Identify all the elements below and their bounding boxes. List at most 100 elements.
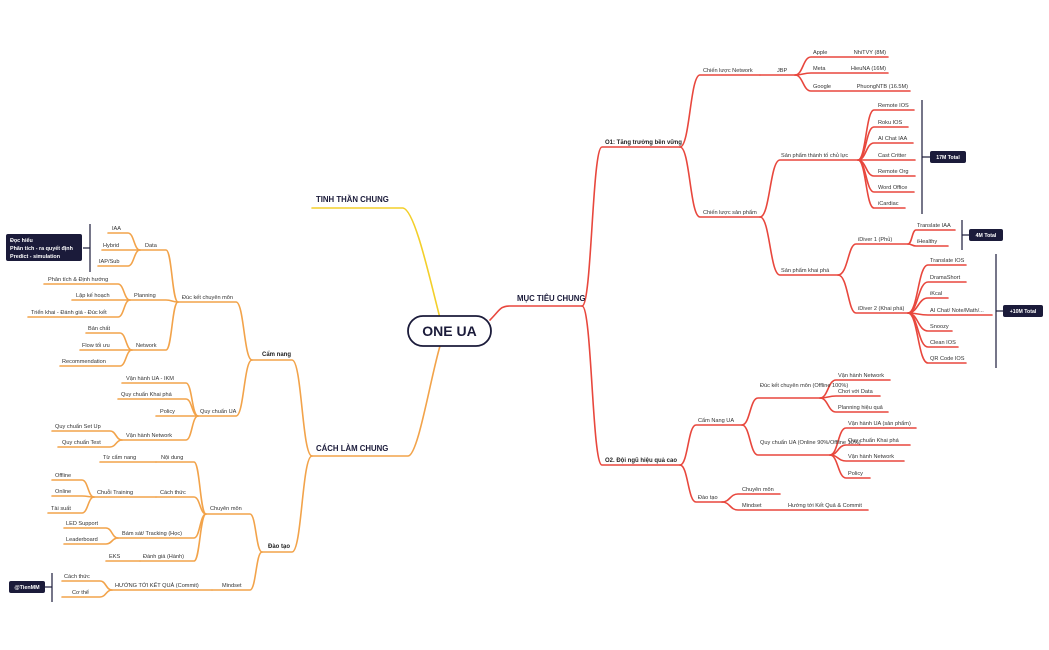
partner-apple[interactable]: Apple [813,50,827,56]
duc-ket-item[interactable]: Chơi với Data [838,389,874,395]
author-note: @TienMM [9,581,45,593]
idiver1-item[interactable]: iHealthy [917,239,937,245]
danh-gia-child[interactable]: EKS [109,554,120,560]
core-item[interactable]: Cast Critter [878,153,906,159]
node-core-products[interactable]: Sản phẩm thành tố chủ lực [781,152,848,159]
node-dao-tao-right[interactable]: Đào tạo [698,495,718,501]
badge-brackets [921,100,1003,368]
node-cach-thuc[interactable]: Cách thức [160,490,186,496]
node-planning[interactable]: Planning [134,293,156,299]
core-item[interactable]: Remote Org [878,169,908,175]
quy-chuan-item[interactable]: Quy chuẩn Khai phá [848,437,900,444]
quy-chuan-item[interactable]: Quy chuẩn Khai phá [121,391,173,398]
core-item[interactable]: Roku IOS [878,120,903,126]
data-note-line: Predict - simulation [10,254,60,260]
badge-4m-label: 4M Total [976,233,997,239]
network-item[interactable]: Recommendation [62,359,106,365]
main-muc-tieu[interactable]: MỤC TIÊU CHUNG [517,294,585,303]
node-o1[interactable]: O1: Tăng trưởng bền vững [605,140,682,146]
owner-meta[interactable]: HieuNA (16M) [851,66,886,72]
node-idiver2[interactable]: iDiver 2 (Khai phá) [858,306,904,312]
idiver1-item[interactable]: Translate IAA [917,223,951,229]
root-node[interactable]: ONE UA [407,315,492,347]
training-item[interactable]: Online [55,489,71,495]
node-duc-ket-right[interactable]: Đúc kết chuyên môn (Offline 100%) [760,383,848,389]
idiver2-item[interactable]: Snoozy [930,324,949,330]
quy-chuan-item[interactable]: Vận hành Network [848,454,894,460]
node-danh-gia[interactable]: Đánh giá (Hành) [143,554,184,560]
idiver2-item[interactable]: QR Code IOS [930,356,965,362]
node-quy-chuan-left[interactable]: Quy chuẩn UA [200,408,237,415]
node-cam-nang-ua[interactable]: Cẩm Nang UA [698,417,734,424]
node-duc-ket-left[interactable]: Đúc kết chuyên môn [182,295,233,301]
node-idiver1[interactable]: iDiver 1 (Phủ) [858,236,892,243]
quy-chuan-item[interactable]: Policy [848,471,863,477]
node-network-left[interactable]: Network [136,343,157,349]
node-network-strategy[interactable]: Chiến lược Network [703,68,753,74]
labels-cach-lam: CÁCH LÀM CHUNG Cẩm nang Đúc kết chuyên m… [31,226,388,596]
data-item[interactable]: Hybrid [103,243,119,249]
owner-apple[interactable]: NhiTVY (8M) [854,50,886,56]
node-bam-sat[interactable]: Bám sát/ Tracking (Học) [122,531,182,537]
data-note-line: Đọc hiểu [10,237,33,244]
core-item[interactable]: Remote IOS [878,103,909,109]
node-noi-dung[interactable]: Nội dung [161,455,183,461]
data-item[interactable]: IAP/Sub [99,259,120,265]
bam-sat-item[interactable]: Leaderboard [66,537,98,543]
mindset-item[interactable]: Cách thức [64,574,90,580]
training-item[interactable]: Offline [55,473,71,479]
node-quy-chuan-right[interactable]: Quy chuẩn UA (Online 90%/Offline 10%) [760,439,861,446]
network-item[interactable]: Flow tối ưu [82,343,110,349]
core-item[interactable]: iCardiac [878,201,899,207]
node-huong-toi-right[interactable]: Hướng tới Kết Quả & Commit [788,503,862,509]
node-explore-products[interactable]: Sản phẩm khai phá [781,267,830,274]
core-item[interactable]: Word Office [878,185,907,191]
duc-ket-item[interactable]: Vận hành Network [838,373,884,379]
idiver2-item[interactable]: iKcal [930,291,942,297]
idiver2-item[interactable]: DramaShort [930,275,961,281]
idiver2-item[interactable]: Clean IOS [930,340,956,346]
data-item[interactable]: IAA [112,226,121,232]
node-cam-nang-left[interactable]: Cẩm nang [262,351,291,358]
mindset-item[interactable]: Cơ thể [72,589,89,596]
note-brackets [45,224,91,602]
core-item[interactable]: AI Chat IAA [878,136,907,142]
network-item[interactable]: Bản chất [88,326,111,332]
node-jbp[interactable]: JBP [777,68,788,74]
owner-google[interactable]: PhuongNTB (16.5M) [857,84,908,90]
quy-chuan-item[interactable]: Policy [160,409,175,415]
idiver2-item[interactable]: AI Chat/ Note/Math/... [930,308,984,314]
node-o2[interactable]: O2. Đội ngũ hiệu quả cao [605,458,677,464]
node-van-hanh-network[interactable]: Vận hành Network [126,433,172,439]
node-huong-toi-left[interactable]: HƯỚNG TỚI KẾT QUẢ (Commit) [115,582,199,589]
node-chuyen-mon-right[interactable]: Chuyên môn [742,487,774,493]
noi-dung-child[interactable]: Từ cẩm nang [103,454,136,461]
duc-ket-item[interactable]: Planning hiệu quả [838,405,884,411]
bam-sat-item[interactable]: LED Support [66,521,98,527]
idiver2-item[interactable]: Translate IOS [930,258,965,264]
node-mindset-left[interactable]: Mindset [222,583,242,589]
node-chuoi-training[interactable]: Chuỗi Training [97,489,133,496]
node-chuyen-mon-left[interactable]: Chuyên môn [210,506,242,512]
van-hanh-item[interactable]: Quy chuẩn Set Up [55,423,101,430]
data-note-line: Phân tích - ra quyết định [10,245,73,252]
main-tinh-than[interactable]: TINH THẦN CHUNG [316,194,389,204]
quy-chuan-item[interactable]: Vận hành UA (sản phẩm) [848,420,911,427]
partner-meta[interactable]: Meta [813,66,826,72]
planning-item[interactable]: Triển khai - Đánh giá - Đúc kết [31,309,107,316]
data-note: Đọc hiểu Phân tích - ra quyết định Predi… [6,234,82,261]
node-mindset-right[interactable]: Mindset [742,503,762,509]
partner-google[interactable]: Google [813,84,831,90]
van-hanh-item[interactable]: Quy chuẩn Test [62,439,101,446]
badge-10m: +10M Total [1003,305,1043,317]
quy-chuan-item[interactable]: Vận hành UA - IKM [126,376,174,382]
main-cach-lam[interactable]: CÁCH LÀM CHUNG [316,444,388,453]
node-data[interactable]: Data [145,243,158,249]
badge-17m-label: 17M Total [936,155,960,161]
planning-item[interactable]: Phân tích & Định hướng [48,277,108,283]
training-item[interactable]: Tài suất [51,506,71,512]
planning-item[interactable]: Lập kế hoạch [76,293,110,299]
node-product-strategy[interactable]: Chiến lược sản phẩm [703,209,757,216]
node-dao-tao-left[interactable]: Đào tạo [268,544,290,550]
